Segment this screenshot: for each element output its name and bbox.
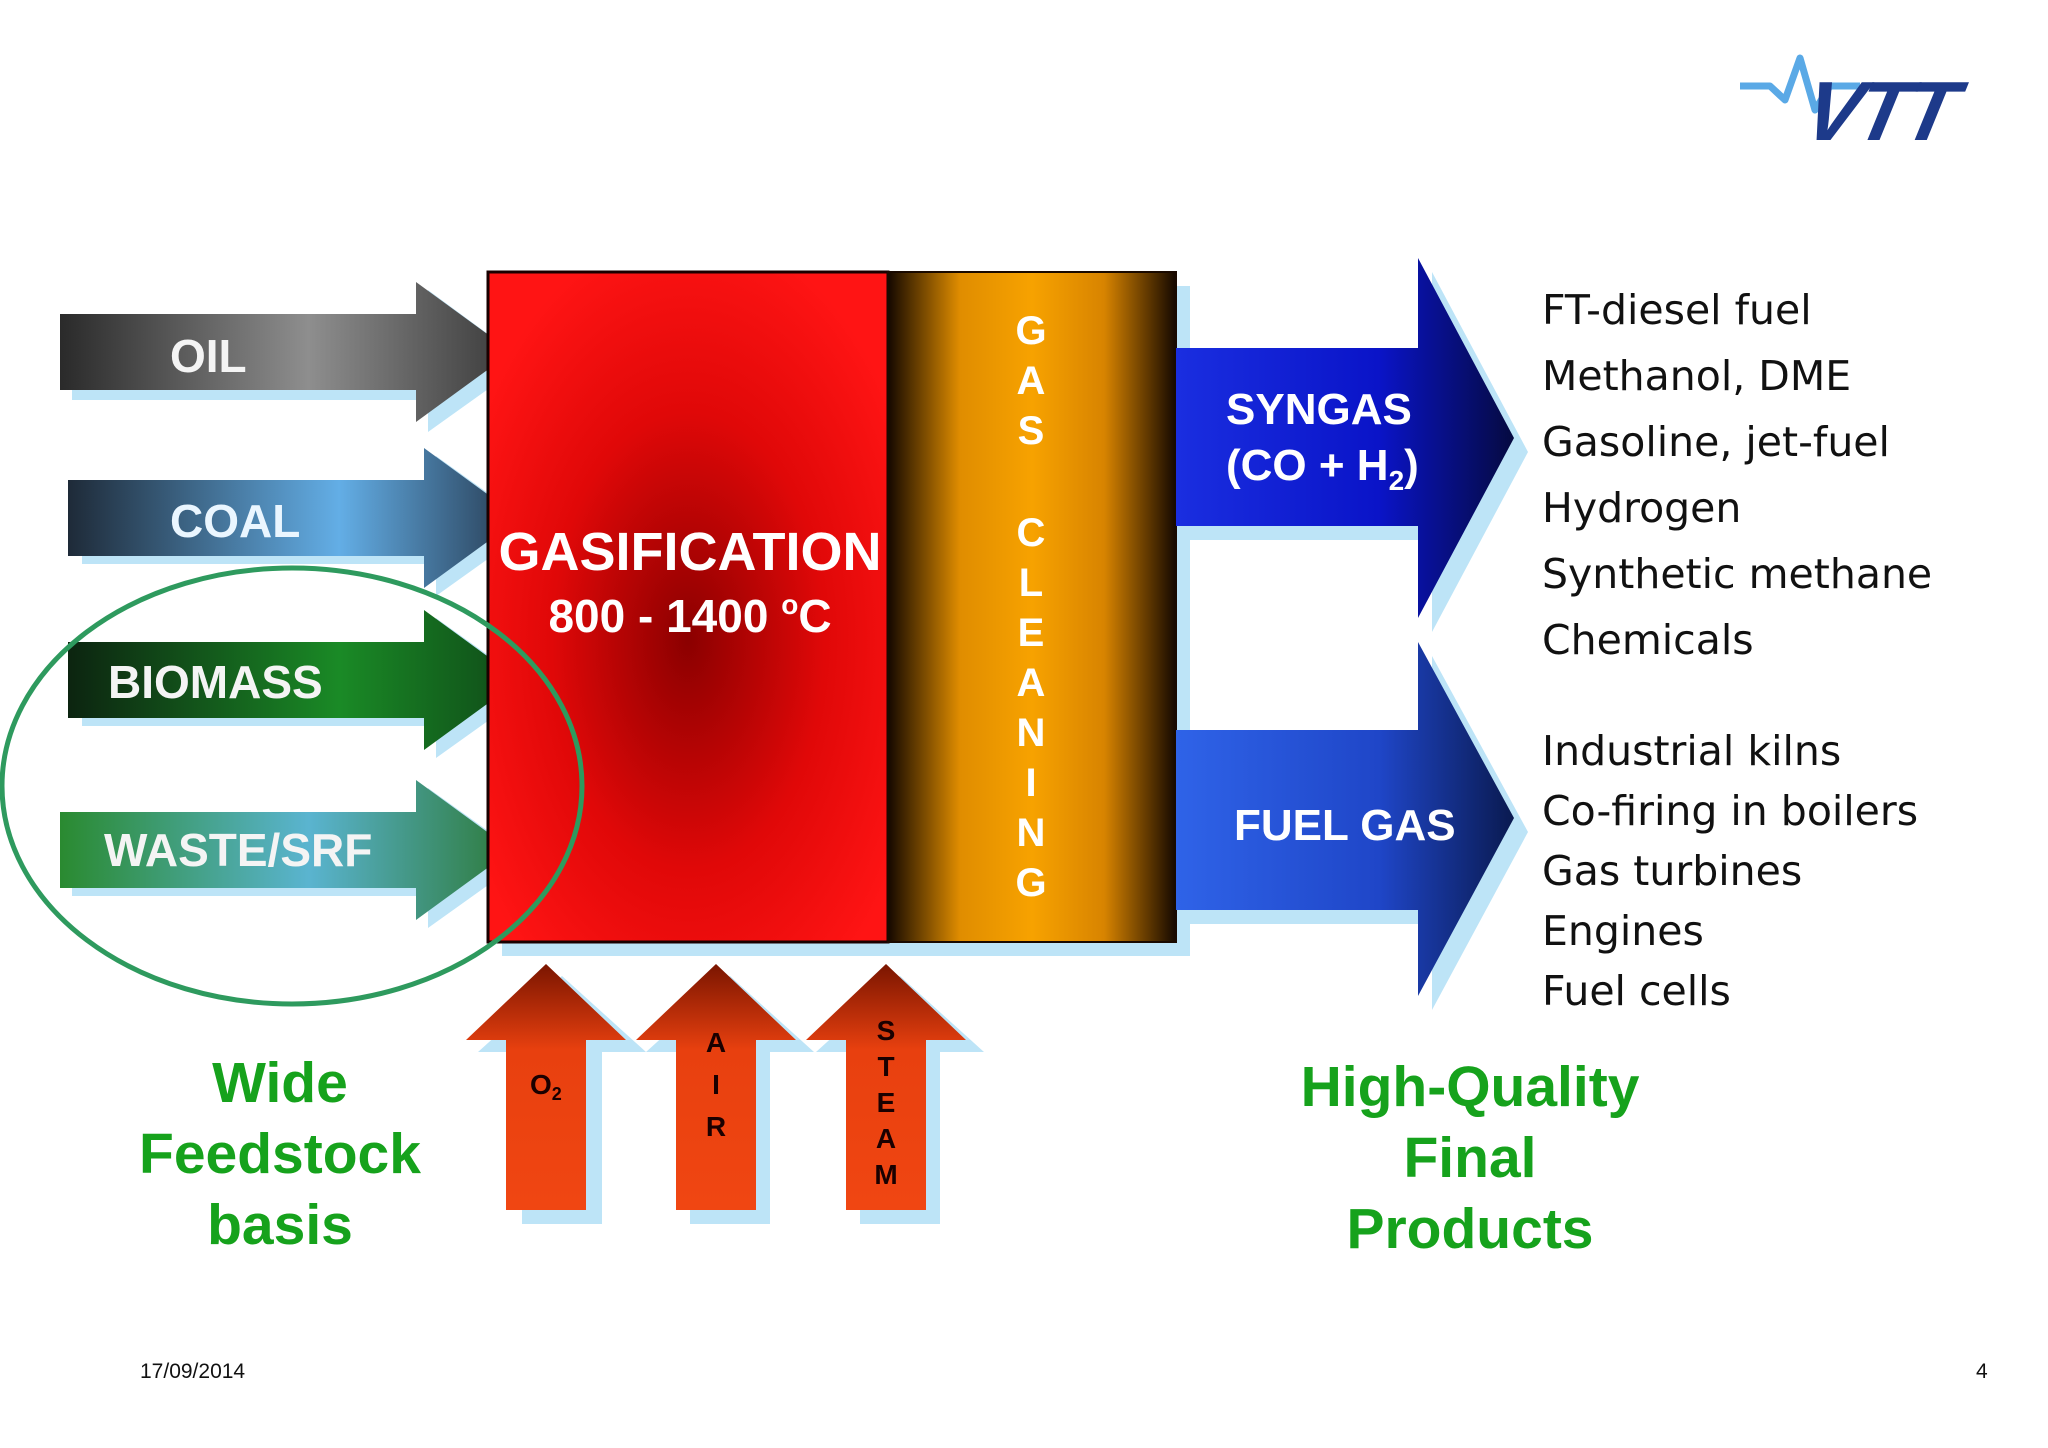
caption-line: Feedstock xyxy=(139,1122,421,1186)
caption-line: basis xyxy=(207,1193,353,1257)
vertical-letter: R xyxy=(706,1111,726,1142)
feedstock-label: COAL xyxy=(170,495,300,547)
logo-pulse-line xyxy=(1740,54,1860,114)
vertical-letter: G xyxy=(1015,861,1046,905)
logo-text: VTT xyxy=(1796,64,1973,158)
input-label-o2: O2 xyxy=(530,1069,562,1104)
syngas-formula: (CO + H2) xyxy=(1226,441,1419,496)
vertical-letter: A xyxy=(1017,661,1046,705)
vertical-letter: I xyxy=(1025,761,1036,805)
gasification-title: GASIFICATION xyxy=(499,522,882,582)
feedstock-arrow-oil: OIL xyxy=(60,282,526,432)
input-arrow-o2: O2 xyxy=(466,964,646,1224)
list-item: Engines xyxy=(1542,907,1704,955)
vertical-letter: N xyxy=(1017,811,1046,855)
vtt-logo: VTT xyxy=(1740,54,1973,158)
vertical-letter: T xyxy=(877,1051,894,1082)
caption-line: Products xyxy=(1346,1197,1594,1261)
syngas-label: SYNGAS xyxy=(1226,385,1412,434)
vertical-letter: N xyxy=(1017,711,1046,755)
vertical-letter: C xyxy=(1017,511,1046,555)
list-item: Methanol, DME xyxy=(1542,352,1852,400)
footer-page-number: 4 xyxy=(1976,1360,1988,1383)
list-item: Industrial kilns xyxy=(1542,727,1842,775)
feedstock-highlight-ellipse xyxy=(0,565,585,1007)
list-item: Hydrogen xyxy=(1542,484,1742,532)
vertical-letter: A xyxy=(1017,359,1046,403)
list-item: FT-diesel fuel xyxy=(1542,286,1812,334)
products-caption: High-Quality Final Products xyxy=(1260,1052,1680,1265)
list-item: Gas turbines xyxy=(1542,847,1803,895)
feedstock-label: OIL xyxy=(170,330,247,382)
feedstock-label: BIOMASS xyxy=(108,656,323,708)
vertical-letter: A xyxy=(876,1123,896,1154)
caption-line: Wide xyxy=(212,1051,348,1115)
fuel-gas-arrow: FUEL GAS xyxy=(1176,642,1528,1010)
caption-line: High-Quality xyxy=(1300,1055,1640,1119)
caption-line: Final xyxy=(1403,1126,1537,1190)
vertical-letter: E xyxy=(877,1087,896,1118)
syngas-arrow: SYNGAS (CO + H2) xyxy=(1176,258,1528,632)
vertical-letter: I xyxy=(712,1069,720,1100)
input-label-air: AIR xyxy=(706,1027,726,1142)
feedstock-arrow-biomass: BIOMASS xyxy=(68,610,534,758)
vertical-letter: E xyxy=(1018,611,1045,655)
gasification-temperature: 800 - 1400 oC xyxy=(548,589,831,642)
vertical-letter: M xyxy=(874,1159,897,1190)
feedstock-label: WASTE/SRF xyxy=(104,824,372,876)
vertical-letter: G xyxy=(1015,309,1046,353)
list-item: Co-firing in boilers xyxy=(1542,787,1919,835)
feedstock-caption: Wide Feedstock basis xyxy=(100,1048,460,1261)
list-item: Synthetic methane xyxy=(1542,550,1933,598)
feedstock-arrow-waste: WASTE/SRF xyxy=(60,780,526,928)
footer-date: 17/09/2014 xyxy=(140,1360,246,1383)
vertical-letter: S xyxy=(1018,409,1045,453)
gasification-block: GASIFICATION 800 - 1400 oC xyxy=(486,270,902,956)
list-item: Gasoline, jet-fuel xyxy=(1542,418,1890,466)
vertical-letter: S xyxy=(877,1015,896,1046)
fuel-gas-label: FUEL GAS xyxy=(1234,801,1456,850)
list-item: Chemicals xyxy=(1542,616,1754,664)
list-item: Fuel cells xyxy=(1542,967,1731,1015)
vertical-letter: L xyxy=(1019,561,1043,605)
vertical-letter: A xyxy=(706,1027,726,1058)
feedstock-arrow-coal: COAL xyxy=(68,448,534,596)
input-arrow-air: AIR xyxy=(636,964,814,1224)
